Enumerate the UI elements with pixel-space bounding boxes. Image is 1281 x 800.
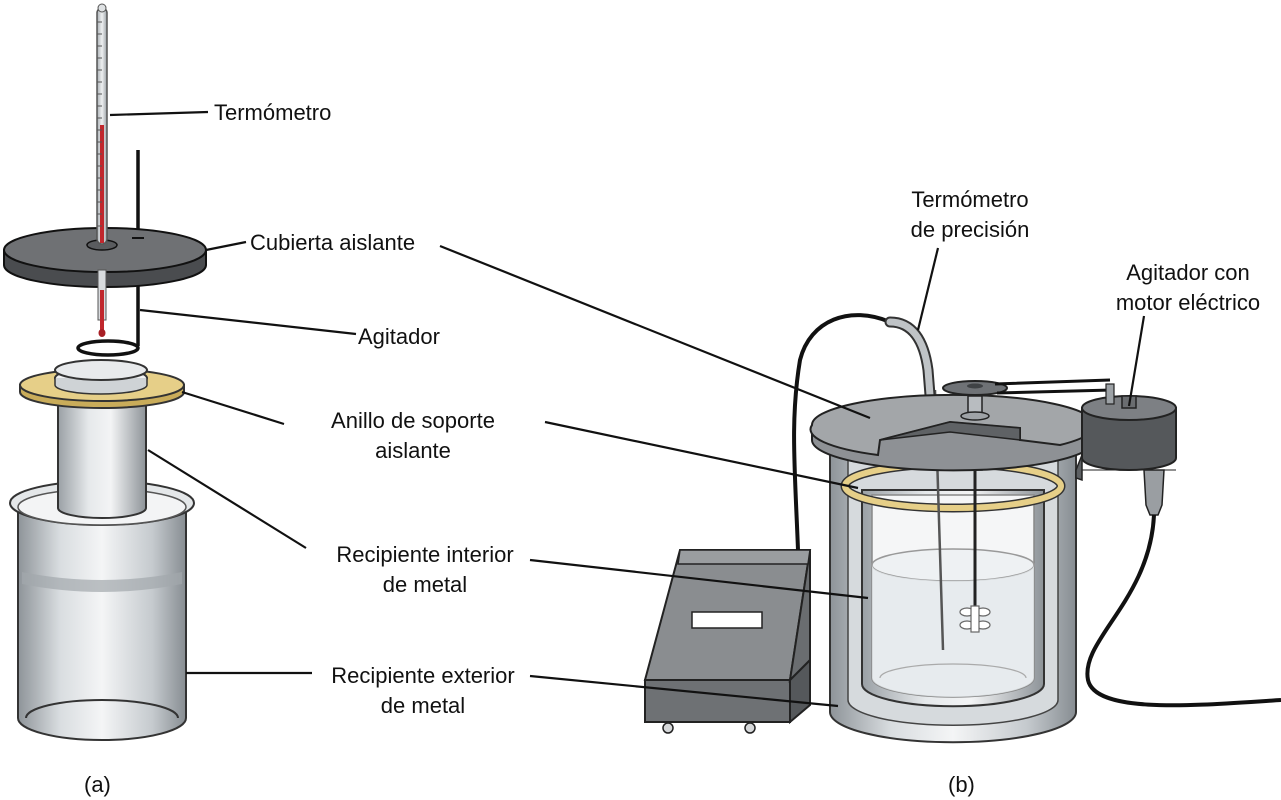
label-motor-stirrer: Agitador con motor eléctrico xyxy=(1100,258,1276,318)
electric-motor xyxy=(1075,383,1177,516)
pulley-belt xyxy=(942,378,1113,421)
inner-metal-vessel-a xyxy=(57,379,147,519)
outer-metal-vessel-a xyxy=(9,480,195,741)
label-inner-vessel: Recipiente interior de metal xyxy=(310,540,540,600)
label-motor-stirrer-line1: Agitador con xyxy=(1126,260,1250,285)
label-support-ring: Anillo de soporte aislante xyxy=(288,406,538,466)
label-outer-vessel-line2: de metal xyxy=(380,693,466,718)
panel-label-b: (b) xyxy=(948,772,975,797)
insulating-ring-a xyxy=(19,359,185,409)
label-motor-stirrer-line2: motor eléctrico xyxy=(1115,290,1261,315)
motor-power-cord xyxy=(1085,514,1281,708)
label-support-ring-line2: aislante xyxy=(375,438,451,463)
label-precision-thermometer-line2: de precisión xyxy=(910,217,1030,242)
label-inner-vessel-line2: de metal xyxy=(382,572,468,597)
label-stirrer: Agitador xyxy=(358,324,440,349)
panel-label-a: (a) xyxy=(84,772,111,797)
label-precision-thermometer-line1: Termómetro xyxy=(911,187,1029,212)
label-support-ring-line1: Anillo de soporte xyxy=(331,408,495,433)
insulating-lid-b xyxy=(809,393,1097,472)
label-inner-vessel-line1: Recipiente interior xyxy=(336,542,514,567)
thermometer-a xyxy=(96,3,108,337)
label-insulating-cover: Cubierta aislante xyxy=(250,230,416,255)
inner-metal-vessel-b xyxy=(861,489,1045,708)
leader-lines-a xyxy=(109,110,357,675)
label-outer-vessel: Recipiente exterior de metal xyxy=(308,661,538,721)
label-thermometer: Termómetro xyxy=(214,100,332,125)
control-unit xyxy=(643,549,812,734)
thermometer-cable xyxy=(792,313,891,551)
label-outer-vessel-line1: Recipiente exterior xyxy=(331,663,515,688)
leader-lines-b xyxy=(439,244,1146,708)
label-precision-thermometer: Termómetro de precisión xyxy=(880,185,1060,245)
